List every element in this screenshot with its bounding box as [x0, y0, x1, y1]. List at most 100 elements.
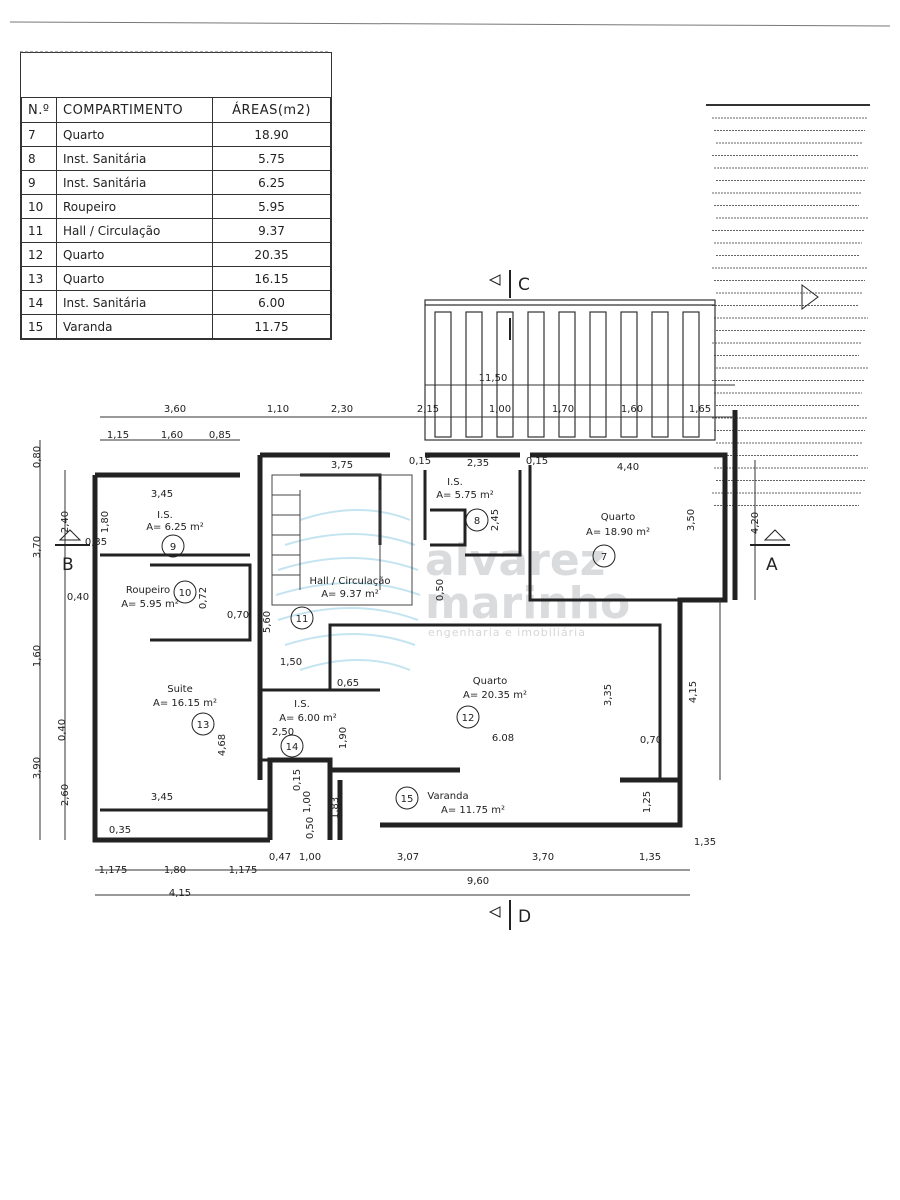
room-7-area: A= 18.90 m² [586, 527, 650, 538]
room-8-name: I.S. [447, 477, 463, 488]
room-11-name: Hall / Circulação [309, 576, 390, 587]
dimension-label: 1,35 [694, 837, 716, 848]
dimension-label: 2,40 [60, 511, 71, 533]
dimension-label: 0,70 [227, 610, 249, 621]
dimension-label: 1,90 [338, 727, 349, 749]
dimension-label: 1,00 [302, 791, 313, 813]
room-9-area: A= 6.25 m² [146, 522, 204, 533]
dimension-label: 1,15 [107, 430, 129, 441]
dimension-label: 0,65 [337, 678, 359, 689]
dimension-label: 6.08 [492, 733, 514, 744]
dimension-label: 4,68 [217, 734, 228, 756]
dimension-label: 9,60 [467, 876, 489, 887]
dimension-label: 0,50 [305, 817, 316, 839]
dimension-label: 1,35 [639, 852, 661, 863]
room-8: I.S. A= 5.75 m² 8 [436, 477, 494, 532]
room-13: Suite A= 16.15 m² 13 [153, 684, 217, 736]
room-7-name: Quarto [601, 512, 636, 523]
dimension-label: 1,60 [161, 430, 183, 441]
dimension-label: 2,45 [490, 509, 501, 531]
dimension-label: 4,40 [617, 462, 639, 473]
cell-num: 7 [21, 122, 57, 147]
header-room: COMPARTIMENTO [56, 97, 213, 123]
room-11-number: 11 [296, 614, 309, 625]
dimension-label: 3,75 [331, 460, 353, 471]
room-13-name: Suite [167, 684, 193, 695]
dimension-label: 1,175 [99, 865, 128, 876]
watermark-line3: engenharia e imobiliária [428, 626, 586, 639]
dimension-label: 1,00 [489, 404, 511, 415]
dimension-label: 2,35 [467, 458, 489, 469]
room-9-name: I.S. [157, 510, 173, 521]
dimension-label: 1,80 [100, 511, 111, 533]
cell-room: Varanda [56, 314, 213, 339]
dimension-label: 1,83 [330, 797, 341, 819]
room-9: I.S. A= 6.25 m² 9 [146, 510, 204, 558]
dimension-label: 4,15 [688, 681, 699, 703]
dimension-label: 3,90 [32, 757, 43, 779]
dimension-label: 11,50 [479, 373, 508, 384]
dimension-label: 3,45 [151, 489, 173, 500]
dimension-label: 0,70 [640, 735, 662, 746]
notes-block [706, 104, 870, 506]
room-8-number: 8 [474, 516, 480, 527]
cell-area: 18.90 [212, 122, 331, 147]
dimension-label: 3,45 [151, 792, 173, 803]
room-7-number: 7 [601, 552, 607, 563]
dimension-label: 4,20 [750, 512, 761, 534]
cell-num: 15 [21, 314, 57, 339]
section-b-label: B [62, 555, 74, 575]
walls [92, 410, 738, 843]
dimension-label: 1,65 [689, 404, 711, 415]
room-13-number: 13 [197, 720, 210, 731]
dimension-label: 2,60 [60, 784, 71, 806]
dimension-label: 3,07 [397, 852, 419, 863]
room-9-number: 9 [170, 542, 176, 553]
cell-area: 6.00 [212, 290, 331, 315]
cell-room: Inst. Sanitária [56, 170, 213, 195]
room-12-number: 12 [462, 713, 475, 724]
cell-num: 9 [21, 170, 57, 195]
room-7: Quarto A= 18.90 m² 7 [586, 512, 650, 568]
cell-room: Quarto [56, 266, 213, 291]
room-11: Hall / Circulação A= 9.37 m² 11 [290, 576, 391, 630]
room-8-area: A= 5.75 m² [436, 490, 494, 501]
room-12: Quarto A= 20.35 m² 12 [456, 676, 527, 729]
dimension-label: 0,35 [109, 825, 131, 836]
dimension-label: 0,40 [67, 592, 89, 603]
north-arrow [801, 284, 819, 310]
dimension-label: 1,60 [621, 404, 643, 415]
terrace-slats [424, 299, 716, 441]
section-c-label: C [518, 275, 530, 295]
dimension-label: 0,85 [209, 430, 231, 441]
room-14: I.S. A= 6.00 m² 14 [279, 699, 337, 758]
section-a-label: A [766, 555, 778, 575]
dimension-label: 0,72 [198, 587, 209, 609]
room-14-name: I.S. [294, 699, 310, 710]
dimension-label: 0,15 [292, 769, 303, 791]
dimension-label: 1,25 [642, 791, 653, 813]
dimension-label: 0,35 [85, 537, 107, 548]
dimension-label: 1,50 [280, 657, 302, 668]
cell-num: 10 [21, 194, 57, 219]
cell-room: Quarto [56, 242, 213, 267]
room-10-number: 10 [179, 588, 192, 599]
room-15-area: A= 11.75 m² [441, 805, 505, 816]
stairs [271, 474, 413, 606]
room-10: Roupeiro A= 5.95 m² 10 [121, 580, 197, 610]
cell-num: 13 [21, 266, 57, 291]
dimension-lines [39, 384, 756, 896]
watermark-logo: alvarez marinho engenharia e imobiliária [275, 509, 630, 671]
dimension-label: 3,70 [32, 536, 43, 558]
dimension-label: 0,15 [409, 456, 431, 467]
dimension-label: 3,70 [532, 852, 554, 863]
room-12-area: A= 20.35 m² [463, 690, 527, 701]
room-14-number: 14 [286, 742, 299, 753]
